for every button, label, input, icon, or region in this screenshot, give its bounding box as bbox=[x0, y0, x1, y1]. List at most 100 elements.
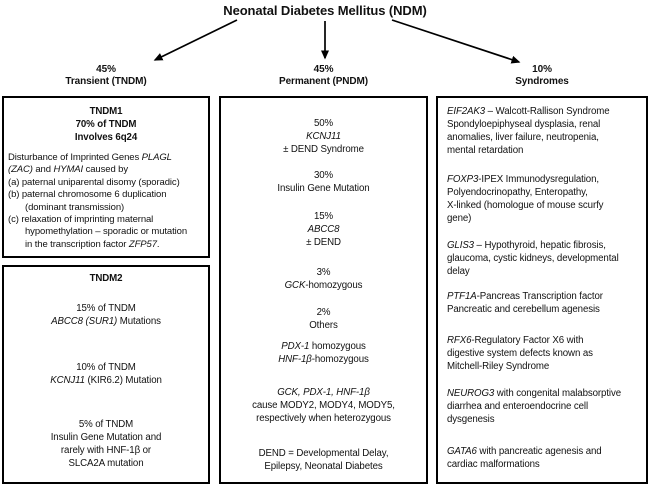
text-segment: mental retardation bbox=[447, 145, 524, 156]
text-line: 70% of TNDM bbox=[8, 118, 204, 131]
text-segment: digestive system defects known as bbox=[447, 348, 593, 359]
text-segment: dysgenesis bbox=[447, 414, 495, 425]
text-line: in the transcription factor ZFP57. bbox=[8, 239, 204, 251]
gene-name: ABCC8 (SUR1) bbox=[51, 316, 118, 327]
gene-name: HNF-1β bbox=[278, 354, 312, 365]
text-line: Others bbox=[225, 319, 422, 332]
text-line: 10% of TNDM bbox=[8, 361, 204, 374]
gene-name: EIF2AK3 bbox=[447, 106, 486, 117]
text-segment: gene) bbox=[447, 213, 472, 224]
pndm-box: 50% KCNJ11 ± DEND Syndrome 30%Insulin Gene … bbox=[219, 96, 428, 484]
text-line: 30% bbox=[225, 169, 422, 182]
text-line: (dominant transmission) bbox=[8, 202, 204, 214]
text-segment: ± DEND Syndrome bbox=[283, 144, 364, 155]
text-line: Spondyloepiphyseal dysplasia, renal bbox=[447, 118, 643, 131]
text-line: GCK-homozygous bbox=[225, 279, 422, 292]
text-segment: with congenital malabsorptive bbox=[494, 388, 621, 399]
text-segment: Polyendocrinopathy, Enteropathy, bbox=[447, 187, 588, 198]
text-segment: Insulin Gene Mutation and bbox=[50, 432, 162, 443]
text-line: Pancreatic and cerebellum agenesis bbox=[447, 303, 643, 316]
text-line: EIF2AK3 – Walcott-Rallison Syndrome bbox=[447, 105, 643, 118]
text-block: Disturbance of Imprinted Genes PLAGL(ZAC… bbox=[8, 152, 204, 251]
text-line: gene) bbox=[447, 212, 643, 225]
text-line: KCNJ11 (KIR6.2) Mutation bbox=[8, 374, 204, 387]
text-segment: 5% of TNDM bbox=[78, 419, 134, 430]
gene-name: PTF1A bbox=[447, 291, 477, 302]
text-line: Mitchell-Riley Syndrome bbox=[447, 360, 643, 373]
text-segment: Mitchell-Riley Syndrome bbox=[447, 361, 550, 372]
text-line: cause MODY2, MODY4, MODY5, bbox=[225, 399, 422, 412]
text-line: HNF-1β-homozygous bbox=[225, 353, 422, 366]
text-line: ± DEND Syndrome bbox=[225, 143, 422, 156]
text-segment: homozygous bbox=[309, 341, 366, 352]
gene-name: GCK, PDX-1, HNF-1β bbox=[277, 387, 370, 398]
branch-percentage: 45% bbox=[96, 64, 116, 75]
text-segment: cause MODY2, MODY4, MODY5, bbox=[252, 400, 395, 411]
text-segment: Involves 6q24 bbox=[74, 132, 138, 143]
text-segment: and bbox=[32, 164, 54, 176]
text-segment: cardiac malformations bbox=[447, 459, 540, 470]
text-line: 15% bbox=[225, 210, 422, 223]
text-block: FOXP3-IPEX Immunodysregulation,Polyendoc… bbox=[447, 173, 643, 225]
text-segment: with pancreatic agenesis and bbox=[476, 446, 602, 457]
text-line: Epilepsy, Neonatal Diabetes bbox=[225, 460, 422, 473]
gene-name: RFX6 bbox=[447, 335, 472, 346]
text-line: 5% of TNDM bbox=[8, 418, 204, 431]
text-line: dysgenesis bbox=[447, 413, 643, 426]
text-segment: 15% of TNDM bbox=[76, 303, 136, 314]
text-line: 3% bbox=[225, 266, 422, 279]
text-line: RFX6-Regulatory Factor X6 with bbox=[447, 334, 643, 347]
text-line: cardiac malformations bbox=[447, 458, 643, 471]
text-segment: – Walcott-Rallison Syndrome bbox=[485, 106, 610, 117]
gene-name: KCNJ11 bbox=[50, 375, 85, 386]
branch-header-syndromes: 10% Syndromes bbox=[436, 64, 648, 88]
text-line: GATA6 with pancreatic agenesis and bbox=[447, 445, 643, 458]
text-line: diarrhea and enteroendocrine cell bbox=[447, 400, 643, 413]
text-line: PTF1A-Pancreas Transcription factor bbox=[447, 290, 643, 303]
text-line: PDX-1 homozygous bbox=[225, 340, 422, 353]
gene-name: KCNJ11 bbox=[306, 131, 341, 142]
text-segment: -Regulatory Factor X6 with bbox=[471, 335, 584, 346]
text-segment: X-linked (homologue of mouse scurfy bbox=[447, 200, 604, 211]
text-segment: -homozygous bbox=[311, 354, 369, 365]
text-segment: 50% bbox=[313, 118, 334, 129]
text-segment: Epilepsy, Neonatal Diabetes bbox=[264, 461, 383, 472]
text-segment: delay bbox=[447, 266, 470, 277]
branch-label: Permanent (PNDM) bbox=[279, 76, 368, 87]
branch-percentage: 45% bbox=[313, 64, 334, 75]
text-block: GCK, PDX-1, HNF-1β cause MODY2, MODY4, MO… bbox=[225, 386, 422, 425]
text-segment: 3% bbox=[316, 267, 331, 278]
text-block: 30%Insulin Gene Mutation bbox=[225, 169, 422, 195]
text-line: digestive system defects known as bbox=[447, 347, 643, 360]
text-segment: (KIR6.2) Mutation bbox=[84, 375, 162, 386]
text-line: rarely with HNF-1β or bbox=[8, 444, 204, 457]
text-segment: SLCA2A mutation bbox=[68, 458, 144, 469]
text-block: 3%GCK-homozygous bbox=[225, 266, 422, 292]
arrow-down-right-icon bbox=[391, 19, 521, 64]
text-segment: glaucoma, cystic kidneys, developmental bbox=[447, 253, 619, 264]
text-line: FOXP3-IPEX Immunodysregulation, bbox=[447, 173, 643, 186]
text-segment: (b) paternal chromosome 6 duplication bbox=[8, 189, 167, 201]
branch-label: Transient (TNDM) bbox=[65, 76, 147, 87]
text-line: DEND = Developmental Delay, bbox=[225, 447, 422, 460]
text-line: Polyendocrinopathy, Enteropathy, bbox=[447, 186, 643, 199]
text-line: (b) paternal chromosome 6 duplication bbox=[8, 189, 204, 201]
text-segment: rarely with HNF-1β or bbox=[60, 445, 152, 456]
text-segment: – Hypothyroid, hepatic fibrosis, bbox=[473, 240, 606, 251]
text-line: (ZAC) and HYMAI caused by bbox=[8, 164, 204, 176]
text-line: 15% of TNDM bbox=[8, 302, 204, 315]
branch-percentage: 10% bbox=[532, 64, 552, 75]
text-line: KCNJ11 bbox=[225, 130, 422, 143]
text-line: Disturbance of Imprinted Genes PLAGL bbox=[8, 152, 204, 164]
text-line: X-linked (homologue of mouse scurfy bbox=[447, 199, 643, 212]
text-line: Involves 6q24 bbox=[8, 131, 204, 144]
text-segment: 10% of TNDM bbox=[76, 362, 136, 373]
text-line: respectively when heterozygous bbox=[225, 412, 422, 425]
text-segment: -IPEX Immunodysregulation, bbox=[478, 174, 599, 185]
text-segment: Others bbox=[309, 320, 338, 331]
